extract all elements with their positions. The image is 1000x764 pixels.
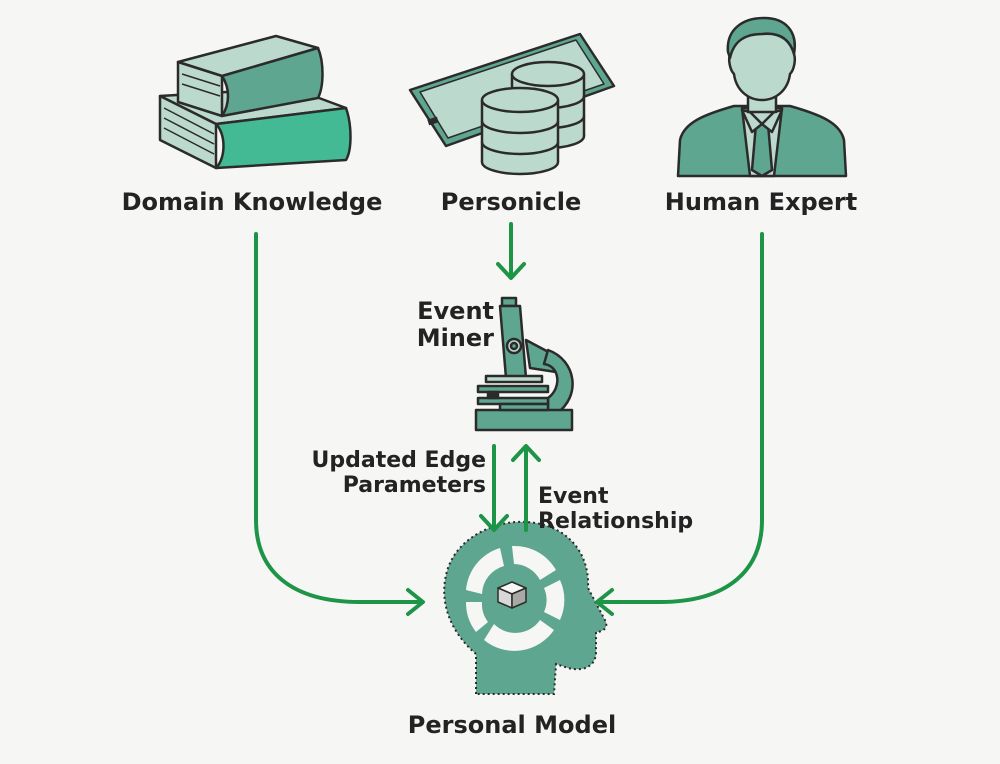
- phone-database-icon: [408, 32, 616, 176]
- event-relationship-line2: Relationship: [538, 509, 694, 534]
- arrow-expert-to-model: [596, 232, 764, 604]
- node-label-human-expert: Human Expert: [664, 188, 858, 216]
- updated-edge-line1: Updated Edge: [311, 448, 487, 473]
- node-label-personicle: Personicle: [440, 188, 582, 216]
- updated-edge-line2: Parameters: [342, 473, 486, 498]
- arrows: [254, 222, 764, 616]
- books-icon: [158, 34, 352, 170]
- edge-label-updated-edge-parameters: Updated Edge Parameters: [280, 448, 487, 498]
- head-model-icon: [443, 520, 608, 695]
- node-label-personal-model: Personal Model: [407, 711, 617, 739]
- edge-label-event-relationship: Event Relationship: [538, 484, 693, 534]
- node-label-domain-knowledge: Domain Knowledge: [121, 188, 383, 216]
- node-label-event-miner: Event Miner: [390, 298, 494, 352]
- microscope-icon: [474, 296, 574, 432]
- event-miner-line1: Event: [417, 297, 494, 325]
- person-icon: [676, 16, 848, 178]
- event-relationship-line1: Event: [538, 484, 609, 509]
- arrow-domain-to-model: [254, 232, 424, 604]
- event-miner-line2: Miner: [416, 324, 494, 352]
